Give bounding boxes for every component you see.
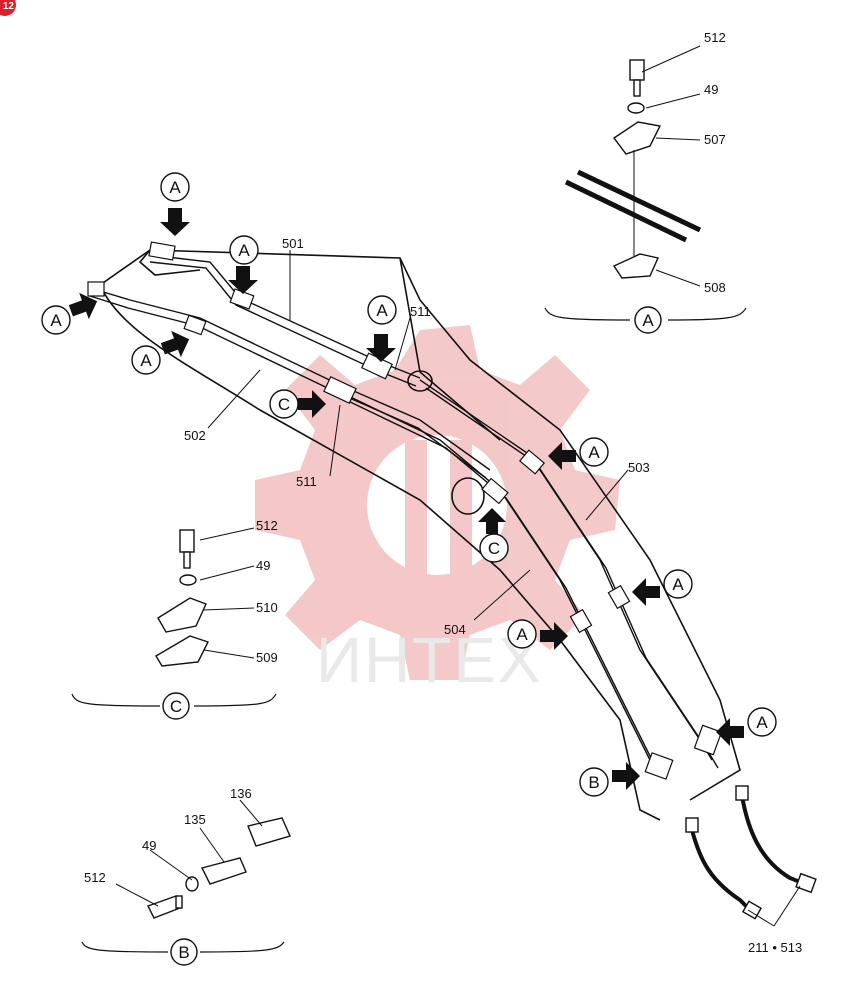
detail-c-label: C <box>170 697 182 716</box>
detail-a-bracket <box>544 307 747 321</box>
callout-a-2: A <box>238 241 250 260</box>
part-labels: 512 49 507 508 501 511 502 511 503 504 5… <box>84 30 802 955</box>
label-501: 501 <box>282 236 304 251</box>
callout-c-1: C <box>278 395 290 414</box>
pointer-arrows <box>68 208 744 790</box>
callout-a-8: A <box>516 625 528 644</box>
label-211-513: 211 • 513 <box>748 940 802 955</box>
label-511-top: 511 <box>410 304 431 319</box>
pipe-clamps <box>87 241 723 780</box>
label-508: 508 <box>704 280 726 295</box>
pipe-502 <box>89 287 491 479</box>
label-507: 507 <box>704 132 726 147</box>
label-502: 502 <box>184 428 206 443</box>
callout-a-9: A <box>756 713 768 732</box>
callout-c-2: C <box>488 539 500 558</box>
label-512-b: 512 <box>84 870 106 885</box>
label-512-a: 512 <box>704 30 726 45</box>
detail-b-bracket <box>81 941 285 953</box>
callout-a-6: A <box>588 443 600 462</box>
callout-a-5: A <box>140 351 152 370</box>
detail-b-label: B <box>178 943 189 962</box>
label-49-b: 49 <box>142 838 156 853</box>
callout-a-3: A <box>376 301 388 320</box>
leader-lines <box>115 45 801 927</box>
label-49-c: 49 <box>256 558 270 573</box>
page-number-badge: 12 <box>0 0 16 16</box>
label-135: 135 <box>184 812 206 827</box>
callout-a-1: A <box>169 178 181 197</box>
callout-a-4: A <box>50 311 62 330</box>
pipe-504 <box>339 391 657 769</box>
detail-a-label: A <box>642 311 654 330</box>
label-512-c: 512 <box>256 518 278 533</box>
hoses-211-513 <box>690 795 806 912</box>
callout-letters: A A A A A C A C A A A B A C B <box>50 178 768 962</box>
detail-c-assembly <box>155 529 209 667</box>
detail-a-assembly <box>564 59 702 279</box>
label-510: 510 <box>256 600 278 615</box>
label-503: 503 <box>628 460 650 475</box>
label-49-a: 49 <box>704 82 718 97</box>
label-136: 136 <box>230 786 252 801</box>
callout-circles <box>41 172 777 966</box>
detail-b-assembly <box>147 817 291 919</box>
callout-b-1: B <box>588 773 599 792</box>
detail-c-bracket <box>71 693 277 707</box>
callout-a-7: A <box>672 575 684 594</box>
label-504: 504 <box>444 622 466 637</box>
label-511-bottom: 511 <box>296 474 317 489</box>
label-509: 509 <box>256 650 278 665</box>
hose-fittings <box>685 785 817 920</box>
watermark-text: ИНТЕХ <box>316 624 543 696</box>
